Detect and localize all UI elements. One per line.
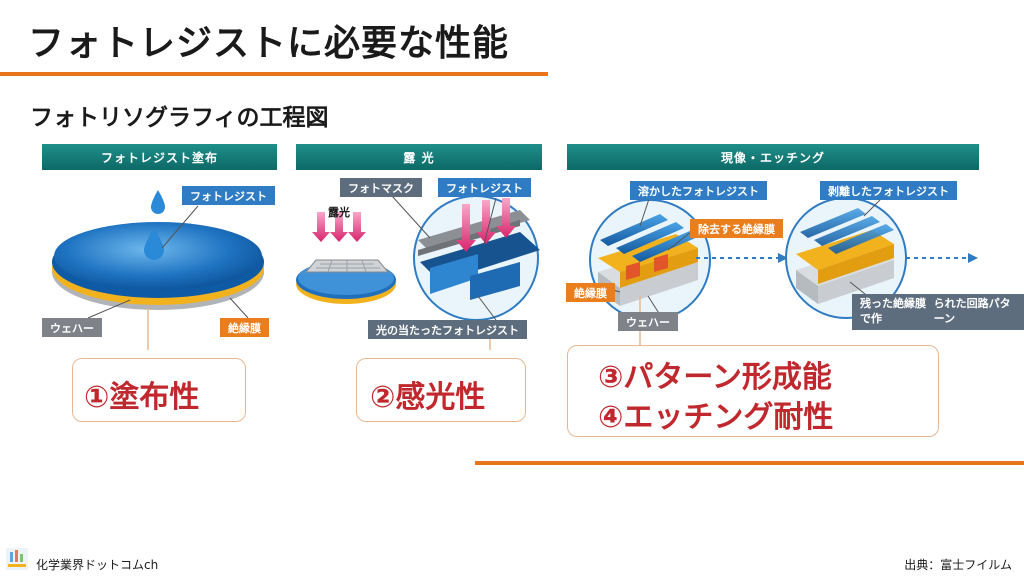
- bottom-accent-rule: [475, 461, 1024, 465]
- label-insulator: 絶縁膜: [220, 318, 269, 337]
- process-diagram: [52, 190, 978, 350]
- requirement-coating: ①塗布性: [84, 380, 200, 415]
- requirement-patterning: ③パターン形成能: [598, 360, 832, 395]
- developing-zoom-circle: [589, 199, 711, 321]
- resist-droplet-icon: [144, 228, 164, 260]
- label-wafer: ウェハー: [42, 318, 102, 337]
- label-peeled-resist: 剥離したフォトレジスト: [820, 181, 957, 200]
- exposure-light-arrows: [312, 212, 366, 242]
- resist-droplet-icon: [151, 190, 165, 214]
- label-photoresist: フォトレジスト: [182, 186, 275, 205]
- label-photomask: フォトマスク: [340, 178, 422, 197]
- label-dissolved-resist: 溶かしたフォトレジスト: [630, 181, 767, 200]
- remaining-line-2: られた回路パターン: [933, 297, 1011, 325]
- result-zoom-circle: [785, 197, 907, 319]
- footer-channel-name: 化学業界ドットコムch: [36, 558, 159, 572]
- label-wafer-developing: ウェハー: [618, 312, 678, 331]
- requirement-box-patterning: [567, 345, 939, 437]
- label-insulator-developing: 絶縁膜: [566, 283, 615, 302]
- header-developing: 現像・エッチング: [567, 144, 979, 170]
- exposure-small-wafer: [296, 259, 396, 304]
- exposure-zoom-circle: [413, 195, 540, 321]
- header-exposure: 露 光: [296, 144, 542, 170]
- footer-source: 出典：富士フイルム: [904, 558, 1012, 572]
- requirement-box-coating: [72, 358, 246, 422]
- section-subtitle: フォトリソグラフィの工程図: [30, 105, 329, 131]
- title-underline: [0, 72, 548, 76]
- label-lit-resist: 光の当たったフォトレジスト: [368, 320, 527, 339]
- label-remove-insulator: 除去する絶縁膜: [690, 219, 783, 238]
- header-coating: フォトレジスト塗布: [42, 144, 277, 170]
- slide-title: フォトレジストに必要な性能: [28, 23, 510, 64]
- label-remaining-pattern: 残った絶縁膜で作 られた回路パターン: [852, 294, 1024, 330]
- channel-logo-icon: [6, 548, 28, 570]
- label-photoresist-exposure: フォトレジスト: [438, 178, 531, 197]
- requirement-box-photosensitivity: [356, 358, 526, 422]
- remaining-line-1: 残った絶縁膜で作: [860, 297, 926, 325]
- requirement-etching: ④エッチング耐性: [598, 400, 834, 435]
- label-exposure: 露光: [328, 206, 350, 219]
- requirement-photosensitivity: ②感光性: [370, 380, 486, 415]
